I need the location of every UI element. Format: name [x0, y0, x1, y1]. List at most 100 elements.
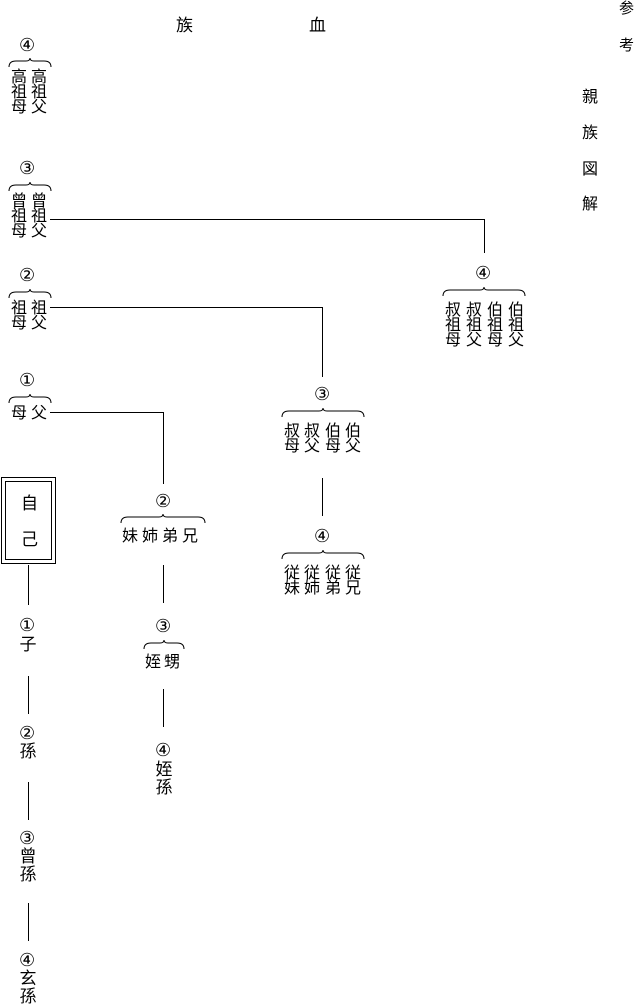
elder-brother: 兄: [182, 526, 199, 545]
char: 祖: [10, 298, 27, 317]
gen1-brace: [8, 393, 52, 404]
gen2-grandmother-col: 祖 母: [10, 298, 28, 331]
great-to-great-great-line: [28, 903, 29, 941]
grandnephews-label: 姪 孫: [155, 761, 173, 797]
char: 母: [324, 436, 341, 455]
char: 孫: [19, 742, 37, 762]
gen1-mother-col: 母: [10, 403, 28, 422]
nephews-row: 姪 甥: [145, 653, 180, 671]
elder-sister: 姉: [142, 526, 159, 545]
aunt-younger-col: 叔 母: [283, 423, 301, 455]
char: 祖: [444, 315, 461, 334]
char: 伯: [344, 421, 361, 440]
char: 母: [486, 330, 503, 349]
cousins-number: ④: [314, 526, 331, 547]
cousin-elder-male-col: 従 兄: [344, 565, 362, 597]
title-char-3: 図: [582, 159, 599, 178]
cousin-younger-male-col: 従 弟: [324, 563, 342, 597]
uncles-to-cousins-line: [322, 478, 323, 516]
char: 叔: [303, 421, 320, 440]
cousin-elder-female-col: 従 姉: [303, 563, 321, 597]
char: 祖: [30, 206, 47, 225]
granduncle-elder-col: 伯 祖 父: [507, 300, 525, 348]
gen1-father-col: 父: [30, 403, 48, 422]
char: 祖: [465, 315, 482, 334]
char: 祖: [10, 82, 27, 101]
char: 祖: [30, 298, 47, 317]
char: 従: [303, 563, 320, 582]
char: 祖: [507, 315, 524, 334]
header-blood: 血: [309, 16, 326, 36]
self-char-1: 自: [21, 494, 38, 514]
char: 子: [19, 635, 37, 655]
title-char-2: 族: [582, 123, 599, 142]
char: 父: [303, 436, 320, 455]
grandaunt-elder-col: 伯 祖 母: [486, 300, 504, 349]
ref-char-2: 考: [619, 36, 635, 54]
uncles-number: ③: [314, 384, 331, 405]
granduncles-brace: [442, 286, 526, 297]
uncle-younger-col: 叔 父: [303, 421, 321, 455]
siblings-brace: [120, 513, 206, 524]
char: 孫: [19, 987, 37, 1007]
nephews-to-grandnephews-line: [163, 689, 164, 727]
siblings-to-children-line: [163, 565, 164, 603]
nephew: 甥: [164, 652, 181, 671]
char: 父: [30, 403, 47, 422]
nephews-brace: [143, 639, 185, 650]
younger-sister: 妹: [122, 526, 139, 545]
title-char-1: 親: [582, 87, 599, 106]
great-grandchild-number: ③: [19, 828, 36, 849]
uncle-elder-col: 伯 父: [344, 421, 362, 455]
char: 母: [444, 330, 461, 349]
char: 祖: [486, 315, 503, 334]
grandparents-to-uncles-h-line: [50, 307, 322, 308]
char: 父: [30, 221, 47, 240]
gen3-grandmother-col: 曾 祖 母: [10, 191, 28, 239]
child-to-grandchild-line: [28, 676, 29, 714]
siblings-number: ②: [155, 491, 172, 512]
char: 曾: [30, 191, 47, 210]
self-to-child-line: [28, 565, 29, 605]
grandchild-to-great-line: [28, 782, 29, 820]
self-box: 自 己: [1, 477, 56, 564]
gen3-number: ③: [19, 158, 36, 179]
char: 曾: [10, 191, 27, 210]
gen3-grandfather-col: 曾 祖 父: [30, 191, 48, 240]
gen3-brace: [8, 181, 52, 192]
char: 姪: [155, 760, 173, 780]
granduncle-younger-col: 叔 祖 父: [465, 302, 483, 349]
gen4-grandfather-col: 高 祖 父: [30, 69, 48, 115]
char: 父: [344, 436, 361, 455]
char: 母: [10, 403, 27, 422]
cousin-younger-female-col: 従 妹: [283, 563, 301, 597]
char: 姉: [303, 578, 320, 597]
char: 高: [10, 67, 27, 86]
gen2-brace: [8, 288, 52, 299]
char: 兄: [344, 578, 361, 597]
aunt-elder-col: 伯 母: [324, 423, 342, 455]
self-box-inner: [5, 481, 52, 560]
char: 父: [465, 330, 482, 349]
char: 母: [10, 97, 27, 116]
title-char-4: 解: [582, 194, 599, 213]
grandchild-number: ②: [19, 723, 36, 744]
char: 伯: [507, 300, 524, 319]
char: 従: [324, 563, 341, 582]
younger-brother: 弟: [162, 526, 179, 545]
grandchild-label: 孫: [19, 743, 37, 761]
gen4-brace: [8, 57, 52, 68]
char: 孫: [155, 778, 173, 798]
great-great-grandchild-label: 玄 孫: [19, 970, 37, 1006]
char: 妹: [283, 578, 300, 597]
great-grandparents-to-granduncles-h-line: [50, 219, 484, 220]
char: 伯: [486, 300, 503, 319]
char: 弟: [324, 578, 341, 597]
self-char-2: 己: [21, 530, 38, 550]
char: 従: [283, 563, 300, 582]
header-clan: 族: [176, 16, 193, 36]
gen2-grandfather-col: 祖 父: [30, 298, 48, 331]
char: 母: [283, 436, 300, 455]
parents-to-siblings-h-line: [50, 412, 163, 413]
ref-char-1: 参: [619, 0, 635, 17]
